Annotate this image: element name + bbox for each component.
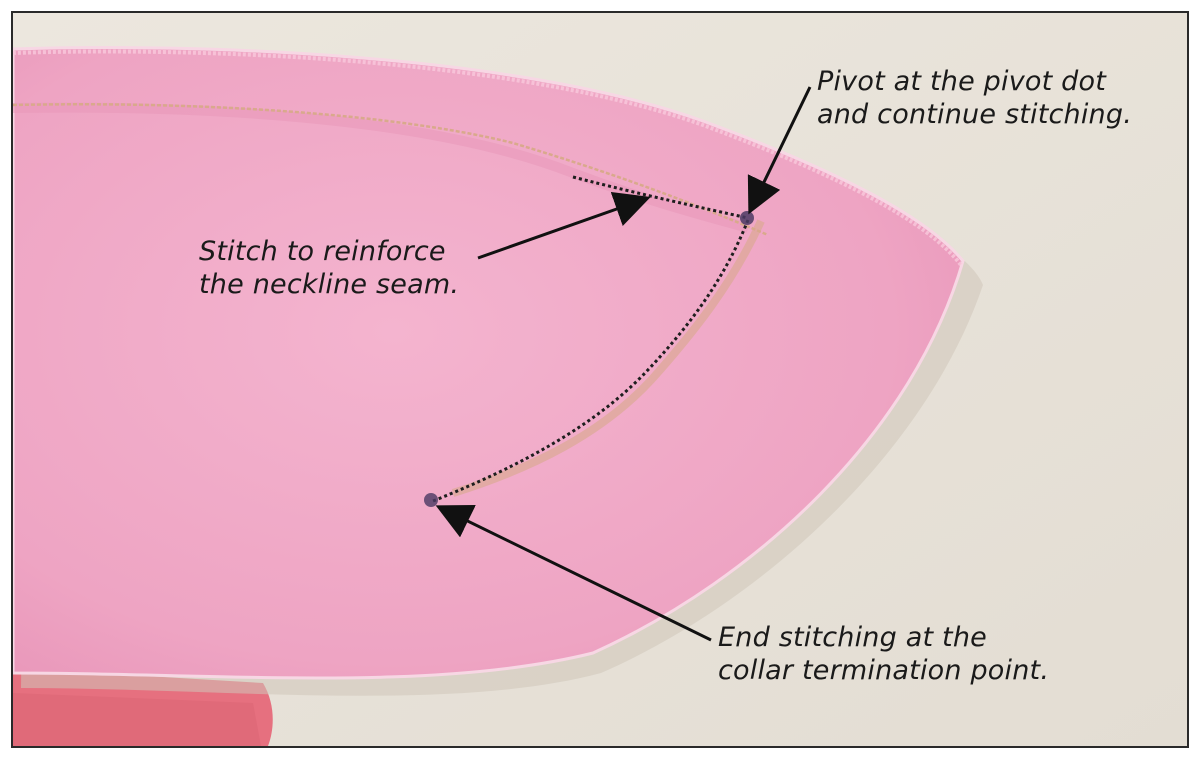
termination-dot	[424, 493, 438, 507]
pivot-arrow	[747, 86, 812, 215]
pivot-dot	[740, 211, 754, 225]
reinforce-arrow	[477, 192, 651, 260]
end-caption: End stitching at the collar termination …	[718, 621, 1049, 687]
collar-photo	[13, 13, 1187, 746]
reinforce-caption-line1: Stitch to reinforce	[199, 236, 446, 267]
end-arrow	[435, 505, 712, 642]
pivot-caption-line2: and continue stitching.	[817, 99, 1132, 130]
curved-stitch-guide	[432, 219, 750, 503]
collar-piece	[13, 46, 965, 680]
pivot-caption: Pivot at the pivot dot and continue stit…	[817, 65, 1132, 131]
end-caption-line1: End stitching at the	[718, 622, 987, 653]
pivot-caption-line1: Pivot at the pivot dot	[817, 66, 1107, 97]
reinforce-caption-line2: the neckline seam.	[199, 269, 460, 300]
reinforce-caption: Stitch to reinforce the neckline seam.	[199, 235, 459, 301]
neckline-thread-seam	[13, 103, 769, 237]
end-caption-line2: collar termination point.	[718, 655, 1050, 686]
reinforce-stitch-guide	[572, 175, 749, 220]
photo-frame: Pivot at the pivot dot and continue stit…	[11, 11, 1189, 748]
